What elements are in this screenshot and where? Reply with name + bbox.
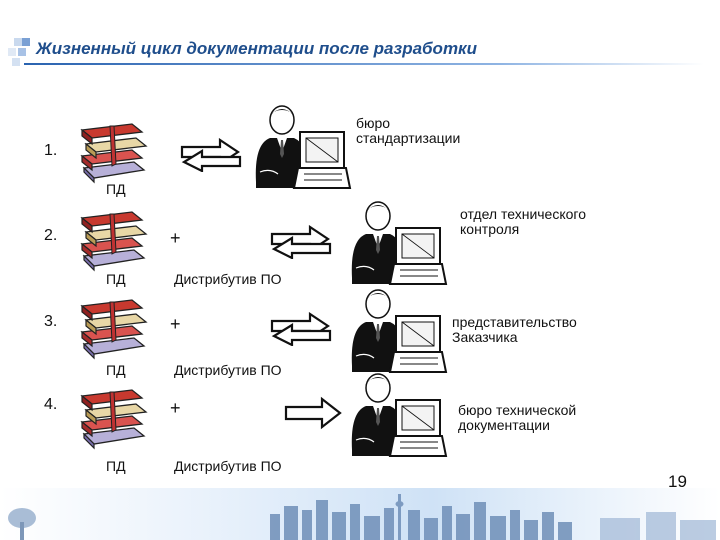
row-4-organization: бюро технической документации <box>458 402 577 433</box>
row-2-distributive-label: Дистрибутив ПО <box>174 271 282 287</box>
title-underline <box>24 63 704 65</box>
row-4-number: 4. <box>44 396 58 413</box>
page-title: Жизненный цикл документации после разраб… <box>36 39 478 58</box>
row-3-distributive-label: Дистрибутив ПО <box>174 362 282 378</box>
documentation-books-icon <box>76 294 150 360</box>
documentation-books-icon <box>76 118 150 184</box>
row-2-plus: + <box>170 228 181 248</box>
row-3-organization: представительство Заказчика <box>452 314 577 345</box>
row-1-doc-label: ПД <box>106 181 126 197</box>
right-arrow-icon <box>282 396 344 430</box>
row-4-doc-label: ПД <box>106 458 126 474</box>
row-2-doc-label: ПД <box>106 271 126 287</box>
employee-at-computer-icon <box>342 198 452 292</box>
employee-at-computer-icon <box>342 370 452 464</box>
row-1-organization: бюро стандартизации <box>356 115 461 146</box>
row-2-number: 2. <box>44 227 58 244</box>
row-4-distributive-label: Дистрибутив ПО <box>174 458 282 474</box>
employee-at-computer-icon <box>342 286 452 380</box>
documentation-books-icon <box>76 206 150 272</box>
documentation-books-icon <box>76 384 150 450</box>
row-1-number: 1. <box>44 142 58 159</box>
row-3-number: 3. <box>44 313 58 330</box>
bidirectional-arrow-icon <box>270 312 332 346</box>
row-3-plus: + <box>170 314 181 334</box>
bidirectional-arrow-icon <box>180 138 242 172</box>
row-2-organization: отдел технического контроля <box>460 206 586 237</box>
row-3-doc-label: ПД <box>106 362 126 378</box>
row-4-plus: + <box>170 398 181 418</box>
employee-at-computer-icon <box>246 102 356 196</box>
header-decoration <box>8 38 30 66</box>
city-skyline-decoration <box>8 494 716 540</box>
slide-number: 19 <box>668 472 687 491</box>
bidirectional-arrow-icon <box>270 225 332 259</box>
